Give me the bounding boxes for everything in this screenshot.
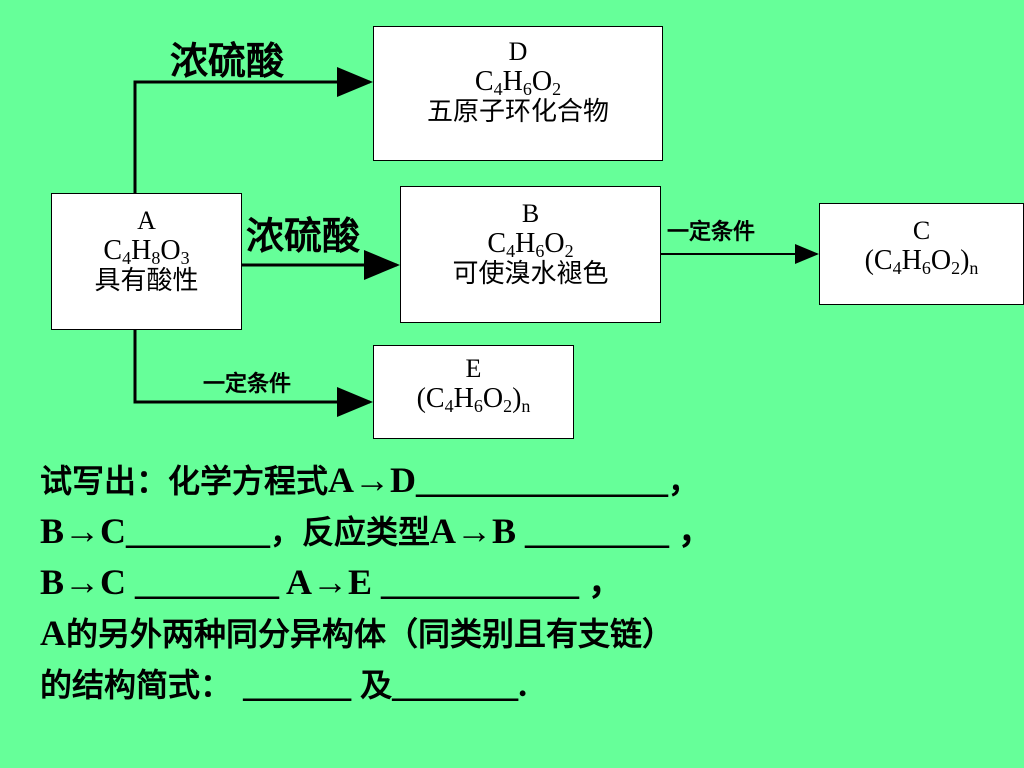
q2-blank: ________ bbox=[126, 511, 271, 551]
arrow-a-to-e bbox=[133, 330, 373, 417]
arrow-a-to-d bbox=[133, 67, 373, 193]
question-line-1: 试写出：化学方程式A→D______________， bbox=[40, 455, 714, 506]
q1-reaction: A→D bbox=[328, 460, 417, 500]
compound-e-title: E bbox=[465, 354, 482, 383]
q5-prompt: 的结构简式： bbox=[40, 666, 233, 704]
compound-a-desc: 具有酸性 bbox=[94, 266, 199, 296]
question-text: 试写出：化学方程式A→D______________， B→C________，… bbox=[40, 455, 714, 710]
compound-d-desc: 五原子环化合物 bbox=[426, 97, 609, 127]
q1-prompt: 试写出：化学方程式 bbox=[40, 462, 329, 500]
condition-label-b-to-c: 一定条件 bbox=[667, 220, 756, 245]
compound-a-title: A bbox=[137, 206, 156, 235]
reagent-label-a-to-b: 浓硫酸 bbox=[246, 214, 361, 258]
q4-prompt: 的另外两种同分异构体（同类别且有支链） bbox=[66, 615, 675, 653]
q2-type-blank: A→B ________ ， bbox=[430, 511, 715, 551]
compound-b-formula: C4H6O2 bbox=[487, 228, 574, 261]
compound-box-c: C (C4H6O2)n bbox=[819, 203, 1024, 305]
q5-blank-1: ______ bbox=[243, 664, 361, 704]
compound-box-e: E (C4H6O2)n bbox=[373, 345, 574, 439]
question-line-4: A的另外两种同分异构体（同类别且有支链） bbox=[40, 608, 714, 659]
question-line-3: B→C ________ A→E ___________ ， bbox=[40, 557, 714, 608]
compound-b-desc: 可使溴水褪色 bbox=[452, 259, 609, 289]
q4-a: A bbox=[40, 613, 66, 653]
q2-reaction: B→C bbox=[40, 511, 127, 551]
condition-label-a-to-e: 一定条件 bbox=[203, 372, 292, 397]
compound-box-d: D C4H6O2 五原子环化合物 bbox=[373, 26, 663, 161]
q1-blank: ______________ bbox=[416, 460, 669, 500]
q3-blanks: B→C ________ A→E ___________ ， bbox=[40, 562, 625, 602]
q2-type-prompt: ，反应类型 bbox=[270, 513, 431, 551]
question-line-2: B→C________，反应类型A→B ________ ， bbox=[40, 506, 714, 557]
q1-comma: ， bbox=[668, 462, 701, 500]
compound-box-a: A C4H8O3 具有酸性 bbox=[51, 193, 242, 330]
compound-b-title: B bbox=[521, 199, 540, 228]
compound-e-formula: (C4H6O2)n bbox=[416, 383, 531, 416]
compound-a-formula: C4H8O3 bbox=[103, 235, 190, 268]
q5-blank-2: _______. bbox=[392, 664, 528, 704]
reagent-label-a-to-d: 浓硫酸 bbox=[170, 39, 285, 83]
question-line-5: 的结构简式： ______ 及_______. bbox=[40, 659, 714, 710]
q5-and: 及 bbox=[360, 666, 393, 704]
compound-c-formula: (C4H6O2)n bbox=[864, 245, 979, 278]
compound-d-title: D bbox=[508, 37, 528, 66]
compound-box-b: B C4H6O2 可使溴水褪色 bbox=[400, 186, 661, 323]
compound-c-title: C bbox=[912, 216, 931, 245]
compound-d-formula: C4H6O2 bbox=[474, 66, 562, 99]
